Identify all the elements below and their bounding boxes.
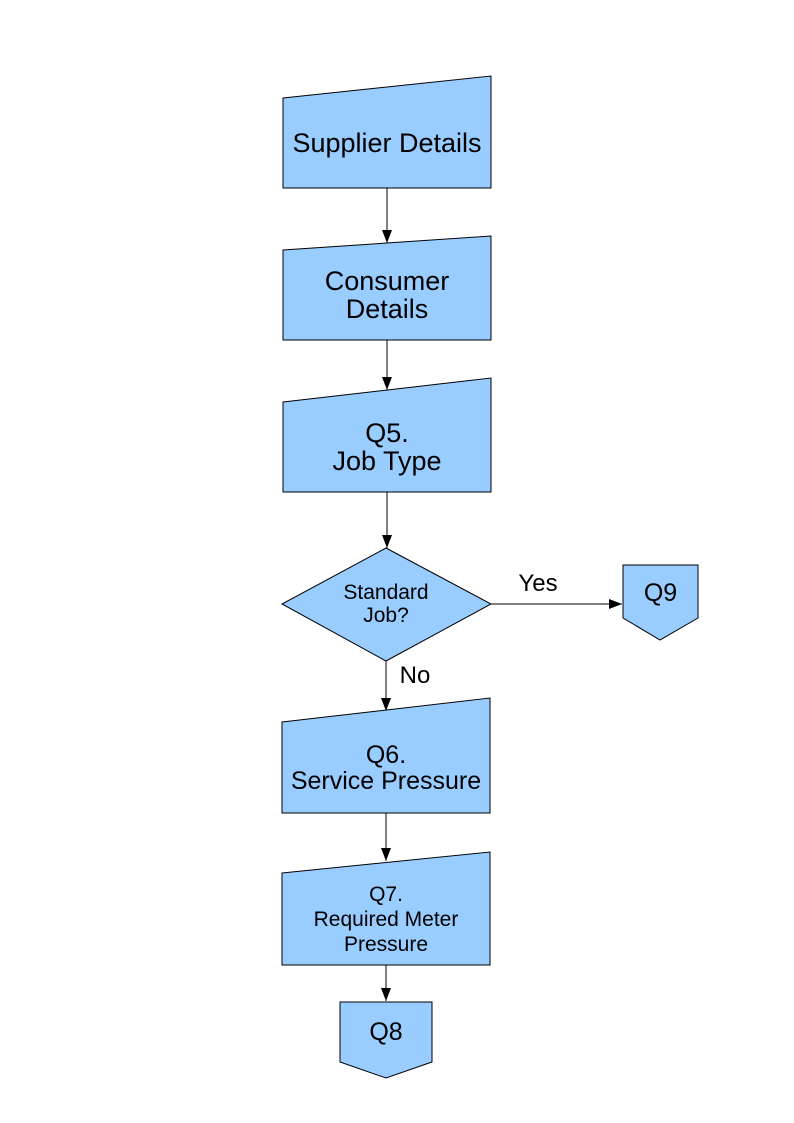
node-q5-job-type-shape — [282, 377, 492, 493]
node-standard-job-decision-shape — [280, 547, 493, 662]
node-q9-offpage-connector-shape — [622, 564, 699, 641]
node-consumer-details-shape — [282, 235, 492, 341]
node-q8-offpage-connector-shape — [339, 1001, 433, 1079]
node-q7-required-meter-pressure-shape — [281, 851, 491, 966]
node-supplier-details-shape — [282, 75, 492, 189]
node-q6-service-pressure-shape — [281, 697, 491, 814]
